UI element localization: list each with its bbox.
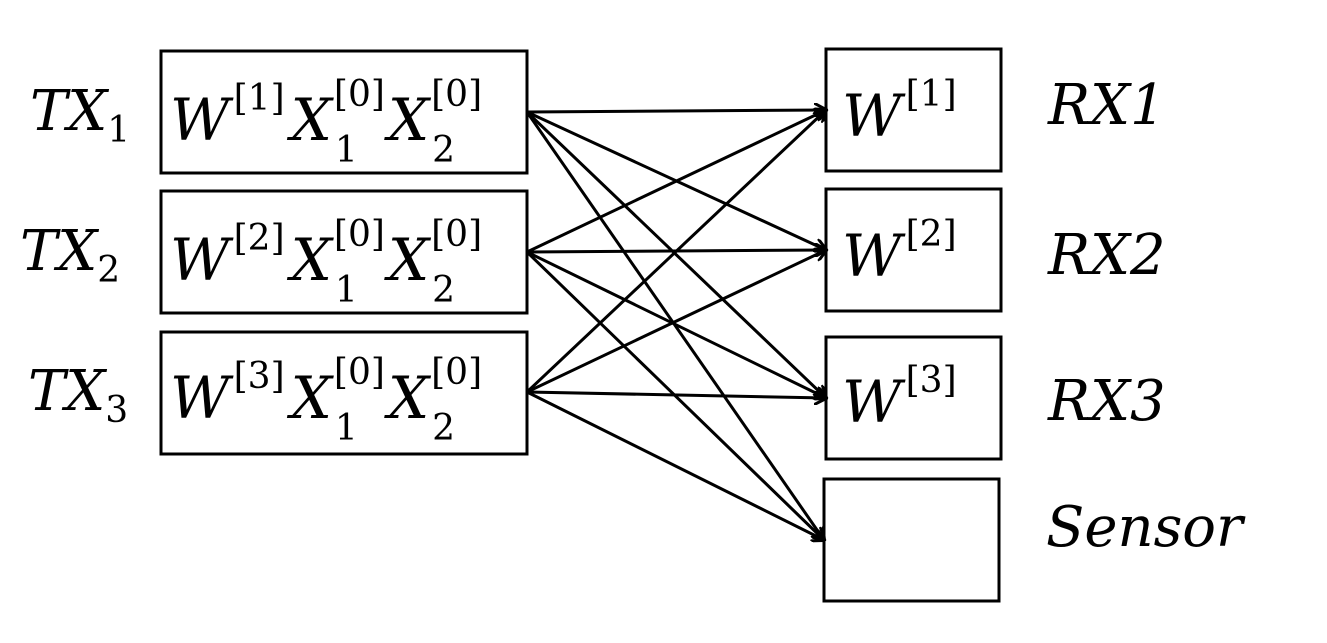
- edge-tx1-rx3: [525, 110, 826, 398]
- edge-tx3-sensor: [526, 390, 824, 540]
- rx3-box: [824, 335, 1003, 461]
- tx2-label: TX2: [20, 219, 120, 291]
- edge-tx3-rx1: [525, 110, 826, 394]
- edge-tx3-rx2: [526, 250, 826, 394]
- rx1-label: RX1: [1047, 73, 1166, 138]
- rx2-label: RX2: [1047, 223, 1166, 288]
- edge-tx1-rx1: [526, 110, 826, 112]
- edges: [525, 110, 826, 540]
- edge-tx2-rx3: [526, 250, 826, 398]
- receiver-3: W[3] RX3: [824, 335, 1166, 461]
- rx3-label: RX3: [1047, 369, 1166, 434]
- sensor-label: Sensor: [1046, 495, 1246, 560]
- tx1-label: TX1: [30, 79, 130, 151]
- tx3-label: TX3: [28, 359, 128, 431]
- sensor-box: [822, 477, 1001, 603]
- edge-tx2-rx1: [526, 110, 826, 254]
- rx2-message: W[2]: [842, 214, 957, 290]
- tx2-box: [159, 189, 529, 315]
- rx1-message: W[1]: [842, 74, 957, 150]
- edge-tx3-rx3: [526, 390, 826, 398]
- rx1-box: [824, 47, 1003, 173]
- receiver-2: W[2] RX2: [824, 187, 1166, 313]
- receiver-1: W[1] RX1: [824, 47, 1166, 173]
- rx3-message: W[3]: [842, 360, 957, 436]
- tx3-box: [159, 330, 529, 456]
- rx2-box: [824, 187, 1003, 313]
- tx1-box: [159, 49, 529, 175]
- sensor: Sensor: [822, 477, 1246, 603]
